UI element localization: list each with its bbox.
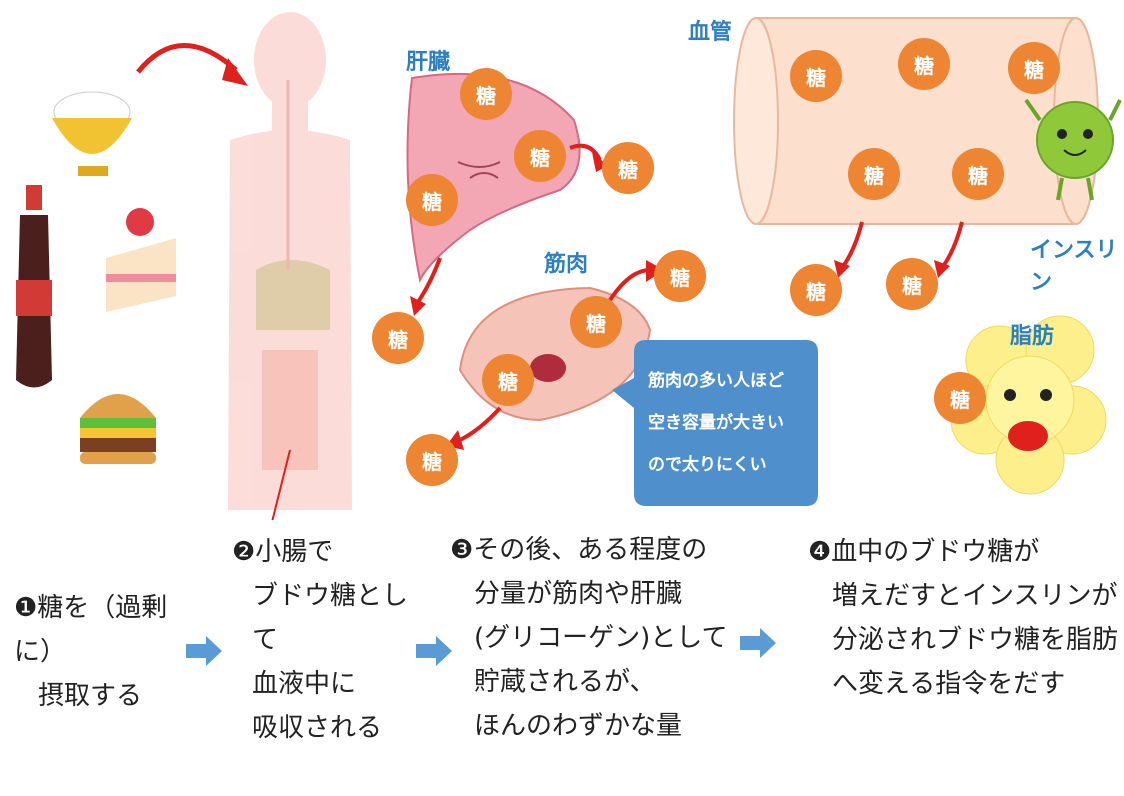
step-4-caption: ❹血中のブドウ糖が 増えだすとインスリンが 分泌されブドウ糖を脂肪 へ変える指令…	[808, 530, 1118, 706]
sugar-circle: 糖	[514, 130, 566, 182]
sugar-circle: 糖	[898, 38, 950, 90]
step-3-caption: ❸その後、ある程度の 分量が筋肉や肝臓 (グリコーゲン)として 貯蔵されるが、 …	[450, 528, 730, 748]
sugar-circle: 糖	[934, 372, 986, 424]
callout-line: 筋肉の多い人ほど	[648, 360, 816, 402]
caption-line: へ変える指令をだす	[808, 662, 1118, 706]
liver-label: 肝臓	[406, 44, 450, 76]
sugar-circle: 糖	[886, 258, 938, 310]
muscle-icon	[460, 288, 650, 420]
cola-bottle-icon	[16, 185, 52, 388]
sugar-circle: 糖	[790, 264, 842, 316]
caption-line: ❸その後、ある程度の	[450, 528, 730, 572]
sugar-circle: 糖	[482, 354, 534, 406]
sugar-circle: 糖	[848, 148, 900, 200]
sugar-circle: 糖	[952, 148, 1004, 200]
blood-vessel-label: 血管	[688, 14, 732, 46]
muscle-label: 筋肉	[544, 246, 588, 278]
rice-bowl-icon	[52, 92, 132, 176]
caption-line: 血液中に	[232, 662, 432, 706]
insulin-label: インスリン	[1030, 232, 1124, 296]
caption-line: 吸収される	[232, 706, 432, 750]
caption-line: 分泌されブドウ糖を脂肪	[808, 618, 1118, 662]
callout-line: ので太りにくい	[648, 444, 816, 486]
callout-text: 筋肉の多い人ほど 空き容量が大きい ので太りにくい	[648, 360, 816, 486]
sugar-circle: 糖	[570, 296, 622, 348]
sugar-circle: 糖	[406, 174, 458, 226]
caption-line: ブドウ糖として	[232, 574, 432, 662]
sugar-circle: 糖	[602, 142, 654, 194]
caption-line: 貯蔵されるが、	[450, 660, 730, 704]
step-arrow-icon	[416, 636, 452, 666]
caption-line: ❹血中のブドウ糖が	[808, 530, 1118, 574]
caption-line: 分量が筋肉や肝臓	[450, 572, 730, 616]
step-arrow-icon	[186, 636, 222, 666]
sugar-circle: 糖	[406, 434, 458, 486]
burger-icon	[80, 394, 156, 464]
step-arrow-icon	[740, 628, 776, 658]
caption-line: ❶糖を（過剰に）	[14, 586, 194, 674]
sugar-circle: 糖	[372, 312, 424, 364]
caption-line: ほんのわずかな量	[450, 704, 730, 748]
sugar-circle: 糖	[1008, 42, 1060, 94]
step-1-caption: ❶糖を（過剰に） 摂取する	[14, 586, 194, 718]
caption-line: 増えだすとインスリンが	[808, 574, 1118, 618]
sugar-circle: 糖	[790, 50, 842, 102]
sugar-circle: 糖	[654, 250, 706, 302]
caption-line: ❷小腸で	[232, 530, 432, 574]
fat-label: 脂肪	[1010, 318, 1054, 350]
callout-line: 空き容量が大きい	[648, 402, 816, 444]
step-2-caption: ❷小腸で ブドウ糖として 血液中に 吸収される	[232, 530, 432, 750]
caption-line: 摂取する	[14, 674, 194, 718]
sugar-circle: 糖	[460, 68, 512, 120]
cake-icon	[106, 208, 176, 312]
human-body-icon	[228, 12, 352, 510]
caption-line: (グリコーゲン)として	[450, 616, 730, 660]
